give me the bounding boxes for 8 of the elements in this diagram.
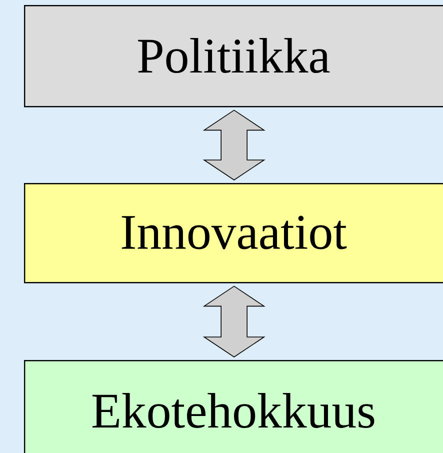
text-box bbox=[24, 360, 443, 453]
text-box bbox=[24, 183, 443, 284]
box-label: Innovaatiot bbox=[122, 216, 347, 250]
box-label: Politiikka bbox=[138, 38, 330, 74]
double-arrow bbox=[202, 286, 266, 358]
box-label: Ekotehokkuus bbox=[92, 392, 374, 428]
double-arrow bbox=[202, 110, 266, 180]
text-box bbox=[24, 5, 443, 108]
